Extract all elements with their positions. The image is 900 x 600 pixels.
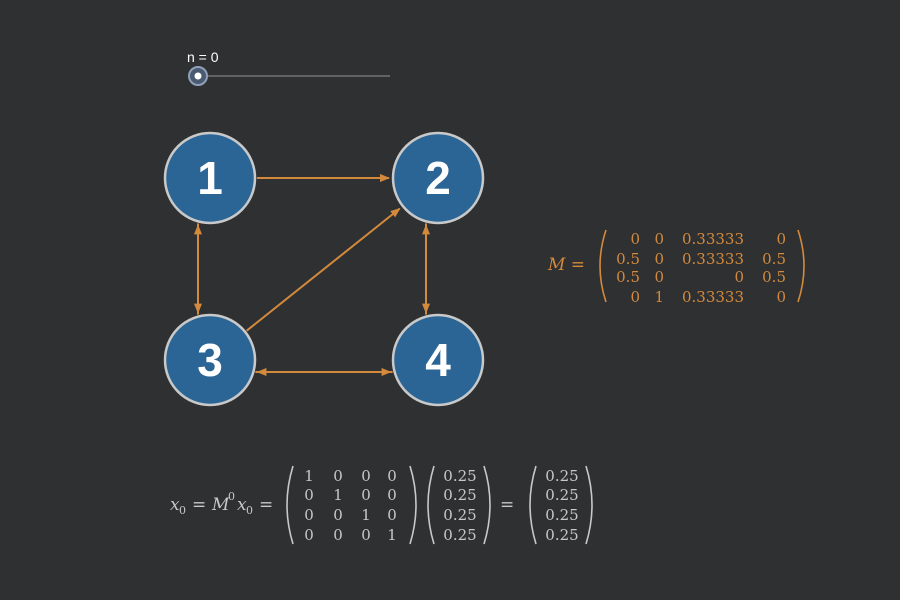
matrix-m-left-paren: [599, 229, 607, 303]
identity-cell: 0: [333, 526, 343, 544]
matrix-m-cell: 0: [654, 230, 664, 248]
eq-equals: =: [192, 495, 206, 515]
identity-cell: 0: [304, 486, 314, 504]
matrix-m-cell: 0: [776, 288, 786, 306]
identity-cell: 0: [304, 506, 314, 524]
node-4: 4: [391, 313, 485, 407]
result-cell: 0.25: [545, 486, 578, 504]
identity-left-paren: [286, 465, 294, 545]
identity-cell: 0: [333, 467, 343, 485]
matrix-m-cell: 0: [630, 288, 640, 306]
node-3-label: 3: [197, 334, 223, 386]
graph-edges: [194, 174, 430, 376]
edge-3-to-2: [246, 207, 401, 332]
identity-cell: 0: [387, 467, 397, 485]
vector-cell: 0.25: [443, 526, 476, 544]
eq-x: x: [170, 495, 180, 515]
identity-cell: 0: [387, 506, 397, 524]
matrix-m-cell: 0: [630, 230, 640, 248]
identity-cell: 1: [304, 467, 314, 485]
node-2: 2: [391, 131, 485, 225]
result-right-paren: [585, 465, 593, 545]
matrix-m-cell: 0.5: [616, 268, 640, 286]
graph-nodes: 1 2 3 4: [163, 131, 485, 407]
identity-cell: 0: [304, 526, 314, 544]
eq-equals: =: [259, 495, 273, 515]
result-left-paren: [529, 465, 537, 545]
node-1: 1: [163, 131, 257, 225]
vector-cell: 0.25: [443, 506, 476, 524]
identity-cell: 1: [333, 486, 343, 504]
matrix-m-cell: 0.33333: [682, 250, 744, 268]
eq-x-sub: 0: [246, 504, 253, 517]
matrix-m-cell: 0.5: [616, 250, 640, 268]
eq-m-sup: 0: [228, 490, 235, 503]
vector-cell: 0.25: [443, 486, 476, 504]
identity-cell: 0: [361, 467, 371, 485]
slider-label: n = 0: [187, 49, 219, 65]
matrix-m-cell: 0: [776, 230, 786, 248]
eq-m: M: [211, 495, 230, 515]
matrix-m-cell: 0.5: [762, 250, 786, 268]
eq-x-sub: 0: [179, 504, 186, 517]
matrix-m-cell: 1: [654, 288, 664, 306]
matrix-m-cell: 0: [654, 268, 664, 286]
node-2-label: 2: [425, 152, 451, 204]
matrix-m-lhs: M =: [547, 255, 585, 275]
vector-cell: 0.25: [443, 467, 476, 485]
node-1-label: 1: [197, 152, 223, 204]
transition-matrix: M = 0 0 0.33333 0 0.5 0 0.33333 0.5 0.5 …: [547, 229, 805, 306]
matrix-m-cell: 0.33333: [682, 288, 744, 306]
n-slider[interactable]: n = 0: [187, 49, 390, 86]
matrix-m-cell: 0: [734, 268, 744, 286]
node-3: 3: [163, 313, 257, 407]
identity-cell: 1: [387, 526, 397, 544]
node-4-label: 4: [425, 334, 451, 386]
eq-x: x: [237, 495, 247, 515]
matrix-m-cell: 0: [654, 250, 664, 268]
identity-cell: 1: [361, 506, 371, 524]
identity-cell: 0: [333, 506, 343, 524]
eq-equals: =: [500, 495, 514, 515]
result-cell: 0.25: [545, 526, 578, 544]
matrix-m-right-paren: [797, 229, 805, 303]
vector-right-paren: [483, 465, 491, 545]
identity-right-paren: [409, 465, 417, 545]
slider-handle-dot: [194, 72, 202, 80]
iteration-equation: x 0 = M 0 x 0 = 1 0 0 0 0 1 0 0 0 0 1 0 …: [170, 465, 593, 545]
result-cell: 0.25: [545, 506, 578, 524]
vector-left-paren: [427, 465, 435, 545]
result-cell: 0.25: [545, 467, 578, 485]
identity-cell: 0: [361, 486, 371, 504]
identity-cell: 0: [361, 526, 371, 544]
matrix-m-cell: 0.5: [762, 268, 786, 286]
identity-cell: 0: [387, 486, 397, 504]
matrix-m-cell: 0.33333: [682, 230, 744, 248]
